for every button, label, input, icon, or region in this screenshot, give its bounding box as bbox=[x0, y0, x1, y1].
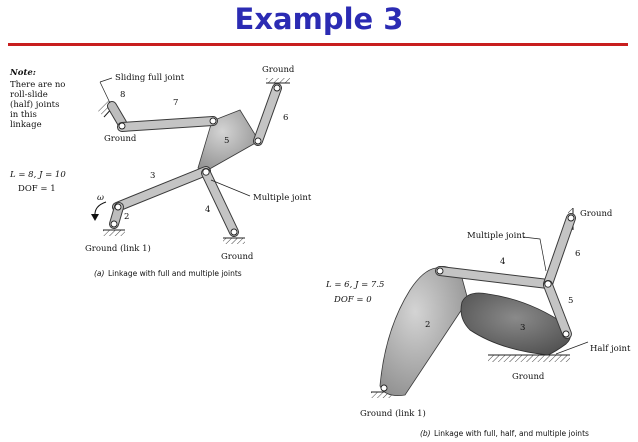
omega-label: ω bbox=[97, 193, 104, 203]
pin-joint bbox=[273, 84, 281, 92]
pin-joint bbox=[436, 267, 444, 275]
link-number: 2 bbox=[425, 320, 430, 330]
pin-joint bbox=[380, 384, 388, 392]
note-line: in this bbox=[10, 110, 37, 120]
link-number: 2 bbox=[124, 212, 129, 222]
link-number: 3 bbox=[520, 323, 525, 333]
label-ground: Ground bbox=[580, 209, 613, 219]
note-line: (half) joints bbox=[10, 99, 59, 110]
equation-line: L = 6, J = 7.5 bbox=[325, 280, 384, 290]
link-number: 3 bbox=[150, 171, 155, 181]
link-number: 5 bbox=[568, 296, 573, 306]
caption-text: Linkage with full and multiple joints bbox=[108, 269, 242, 278]
pin-joint bbox=[544, 280, 552, 288]
pin-joint bbox=[254, 137, 262, 145]
label-sliding-full-joint: Sliding full joint bbox=[115, 73, 185, 83]
label-ground: Ground bbox=[104, 134, 137, 144]
ground-symbol bbox=[223, 237, 245, 244]
ground-symbol bbox=[488, 354, 570, 362]
equation-line: DOF = 0 bbox=[333, 295, 372, 305]
link-3-cam bbox=[460, 292, 571, 356]
equation-line: L = 8, J = 10 bbox=[9, 170, 66, 180]
link-2-plate bbox=[379, 265, 469, 396]
link-number: 6 bbox=[283, 113, 288, 123]
label-ground: Ground bbox=[262, 65, 295, 75]
pin-joint bbox=[567, 214, 575, 222]
note-block: Note: There are no roll-slide (half) joi… bbox=[9, 68, 65, 130]
note-heading: Note: bbox=[9, 68, 36, 78]
pin-joint bbox=[114, 203, 122, 211]
label-half-joint: Half joint bbox=[590, 344, 631, 354]
note-line: linkage bbox=[10, 120, 42, 130]
label-ground-link1: Ground (link 1) bbox=[360, 408, 426, 419]
ground-symbol bbox=[266, 78, 290, 84]
link-number: 8 bbox=[120, 90, 125, 100]
pin-joint bbox=[562, 330, 570, 338]
caption-letter: (a) bbox=[94, 269, 105, 278]
label-ground: Ground bbox=[221, 252, 254, 262]
figure-a: ω Sliding full joint Ground Ground Multi… bbox=[9, 65, 312, 278]
note-line: roll-slide bbox=[10, 90, 48, 100]
pin-joint bbox=[230, 228, 238, 236]
link-number: 4 bbox=[205, 205, 210, 215]
label-multiple-joint: Multiple joint bbox=[253, 193, 312, 203]
slide-title: Example 3 bbox=[234, 2, 404, 36]
figure-b: Ground Multiple joint Half joint Ground … bbox=[325, 208, 631, 438]
note-line: There are no bbox=[10, 80, 65, 90]
pin-joint bbox=[202, 168, 210, 176]
omega-arrow bbox=[94, 201, 107, 217]
link-number: 7 bbox=[173, 98, 178, 108]
caption-letter: (b) bbox=[420, 429, 431, 438]
link-number: 5 bbox=[224, 136, 229, 146]
label-multiple-joint: Multiple joint bbox=[467, 231, 526, 241]
label-ground-link1: Ground (link 1) bbox=[85, 243, 151, 254]
pin-joint bbox=[110, 220, 118, 228]
caption-text: Linkage with full, half, and multiple jo… bbox=[434, 429, 589, 438]
pin-joint bbox=[118, 122, 126, 130]
link-number: 6 bbox=[575, 249, 580, 259]
ground-symbol bbox=[103, 229, 125, 236]
title-rule bbox=[8, 43, 628, 46]
label-ground: Ground bbox=[512, 372, 545, 382]
pin-joint bbox=[209, 117, 217, 125]
link-number: 4 bbox=[500, 257, 505, 267]
equation-line: DOF = 1 bbox=[18, 184, 56, 194]
